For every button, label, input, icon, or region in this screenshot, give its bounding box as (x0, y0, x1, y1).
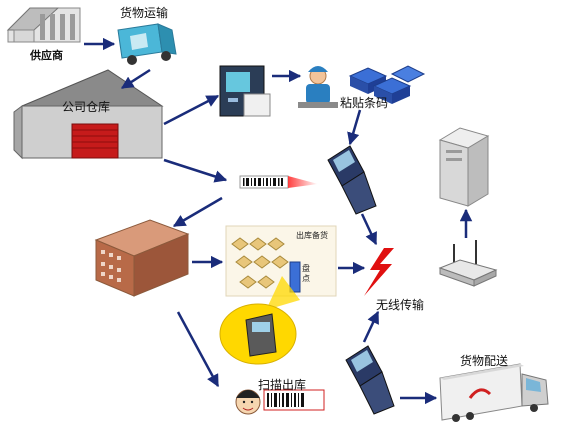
arrow-bottomscanner-to-wireless (362, 310, 380, 343)
arrow-barcode-to-storage (172, 196, 223, 228)
delivery-truck-icon (117, 23, 177, 65)
arrow-truck-to-warehouse (120, 68, 151, 90)
label-stock-check-side: 盘点 (302, 264, 310, 283)
worker-labeling-icon (298, 66, 338, 108)
arrow-warehouse-to-printer (163, 94, 220, 126)
server-icon (438, 127, 490, 207)
label-transport: 货物运输 (120, 6, 169, 20)
person-scanning-icon (235, 389, 325, 415)
barcoded-boxes-icon (348, 65, 426, 104)
storage-building-icon (94, 219, 190, 297)
arrow-scanner-to-wireless (360, 213, 378, 246)
label-stick-barcode: 粘贴条码 (340, 96, 389, 110)
wireless-router-icon (438, 240, 498, 287)
label-delivery: 货物配送 (460, 354, 509, 368)
handheld-scanner-icon-bottom (345, 345, 395, 415)
label-supplier: 供应商 (30, 49, 63, 62)
delivery-trailer-truck-icon (439, 363, 549, 422)
handheld-scanner-icon (327, 145, 377, 215)
wireless-lightning-icon (364, 248, 394, 296)
label-company-warehouse: 公司仓库 (62, 100, 111, 114)
barcode-printer-icon (219, 65, 271, 117)
label-wireless: 无线传输 (376, 298, 425, 312)
supplier-building-icon (6, 7, 81, 43)
arrow-warehouse-to-barcode (163, 158, 228, 183)
arrow-boxes-to-scanner (347, 109, 362, 146)
label-stock-check-title: 出库备货 (296, 231, 328, 240)
flow-arrows (84, 37, 473, 405)
barcode-scan-icon (239, 175, 318, 189)
arrow-storage-to-scanout (176, 311, 220, 388)
inventory-scanner-beam-icon (219, 276, 300, 365)
company-warehouse-icon (13, 69, 164, 160)
label-scan-out: 扫描出库 (258, 378, 307, 392)
